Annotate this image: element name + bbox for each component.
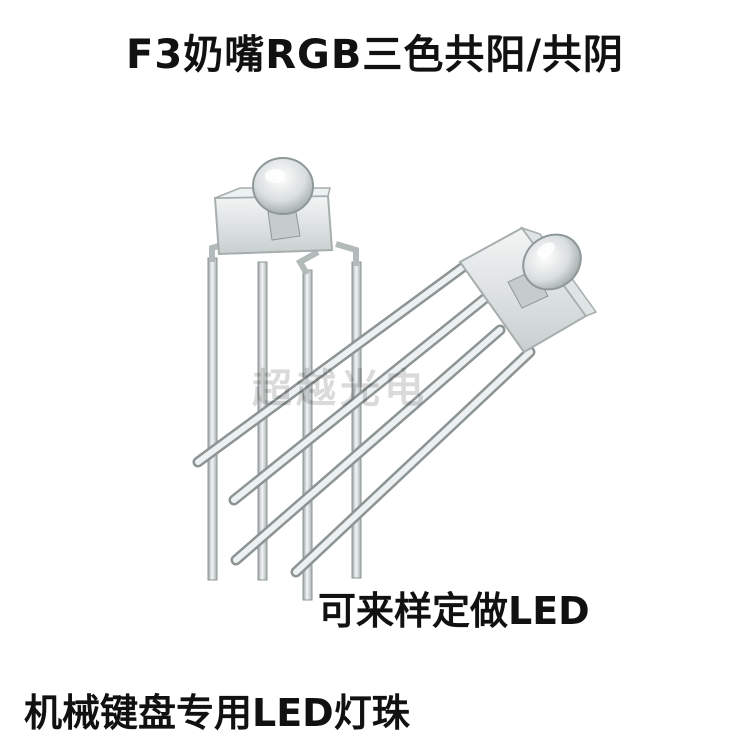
product-title: F3奶嘴RGB三色共阳/共阴 (126, 32, 624, 78)
usage-caption: 机械键盘专用LED灯珠 (24, 691, 410, 735)
custom-sample-caption: 可来样定做LED (318, 589, 590, 633)
brand-watermark: 超越光电 (252, 365, 428, 412)
led-tilted (192, 226, 598, 578)
